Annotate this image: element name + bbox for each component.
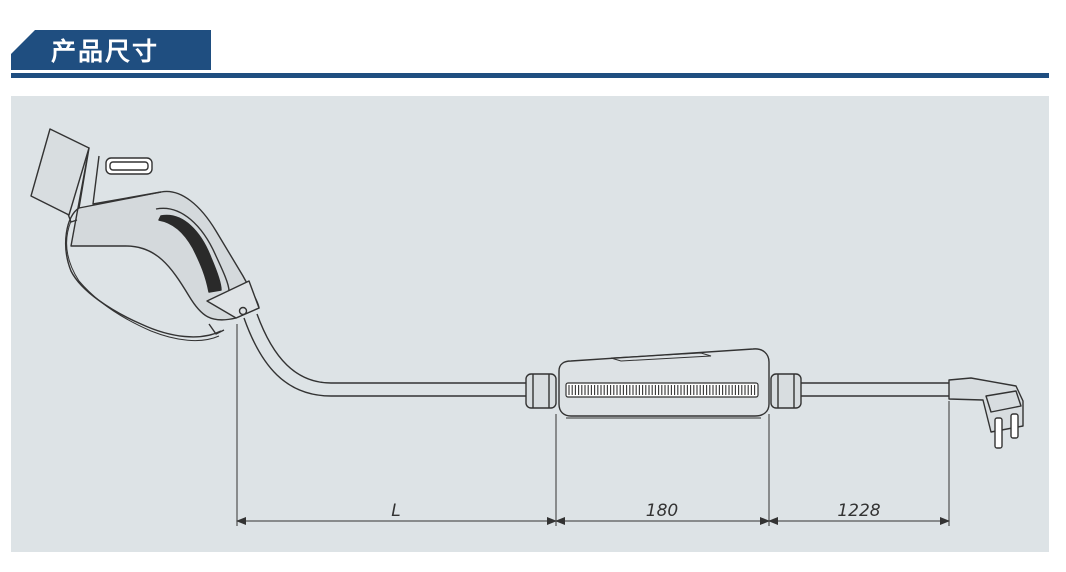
dimension-label-length: L: [391, 501, 400, 521]
cable-vehicle-side: [243, 313, 526, 397]
cable-plug-side: [801, 382, 949, 397]
dimension-label-cable: 1228: [837, 501, 880, 521]
extension-lines: [236, 324, 950, 526]
vehicle-connector: [30, 128, 260, 341]
product-dimension-panel: L 180 1228: [11, 96, 1049, 552]
charger-drawing: L 180 1228: [30, 128, 1024, 526]
section-title: 产品尺寸: [51, 37, 160, 66]
section-title-tab: 产品尺寸: [11, 30, 211, 70]
title-underline: [11, 73, 1049, 78]
schuko-plug: [948, 377, 1024, 449]
dimension-label-box: 180: [646, 501, 678, 521]
control-box: [525, 348, 802, 419]
